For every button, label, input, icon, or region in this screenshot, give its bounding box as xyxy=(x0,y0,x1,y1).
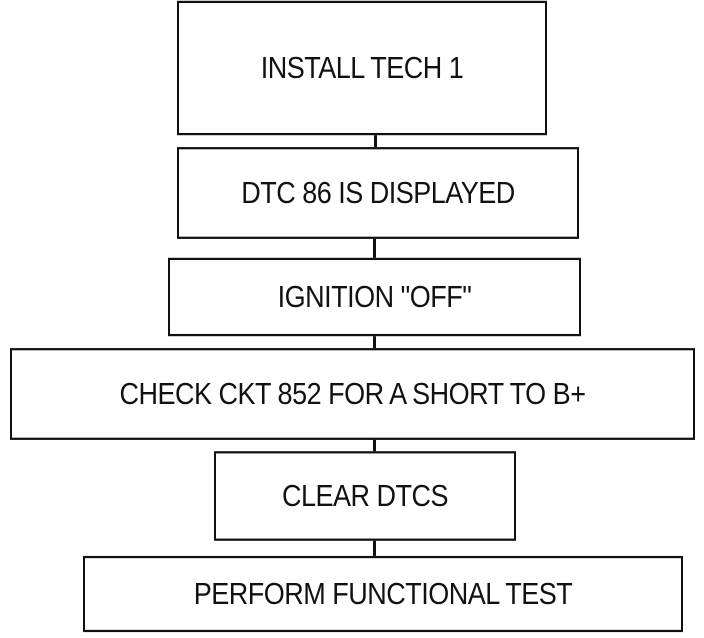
step-label: INSTALL TECH 1 xyxy=(260,50,464,85)
connector-1-2 xyxy=(374,126,377,154)
step-ignition-off: IGNITION "OFF" xyxy=(168,257,581,337)
step-dtc-86-displayed: DTC 86 IS DISPLAYED xyxy=(177,147,579,239)
step-label: CLEAR DTCS xyxy=(281,478,449,513)
step-perform-functional-test: PERFORM FUNCTIONAL TEST xyxy=(83,555,683,633)
step-label: IGNITION "OFF" xyxy=(277,279,472,314)
connector-2-3 xyxy=(373,232,376,264)
step-label: PERFORM FUNCTIONAL TEST xyxy=(193,576,573,611)
step-label: DTC 86 IS DISPLAYED xyxy=(241,175,515,210)
connector-3-4 xyxy=(373,330,376,355)
step-clear-dtcs: CLEAR DTCS xyxy=(214,451,516,541)
connector-5-6 xyxy=(373,534,376,562)
connector-4-5 xyxy=(373,433,376,458)
step-install-tech-1: INSTALL TECH 1 xyxy=(177,0,547,136)
step-label: CHECK CKT 852 FOR A SHORT TO B+ xyxy=(119,376,586,411)
step-check-ckt-852: CHECK CKT 852 FOR A SHORT TO B+ xyxy=(10,348,695,440)
